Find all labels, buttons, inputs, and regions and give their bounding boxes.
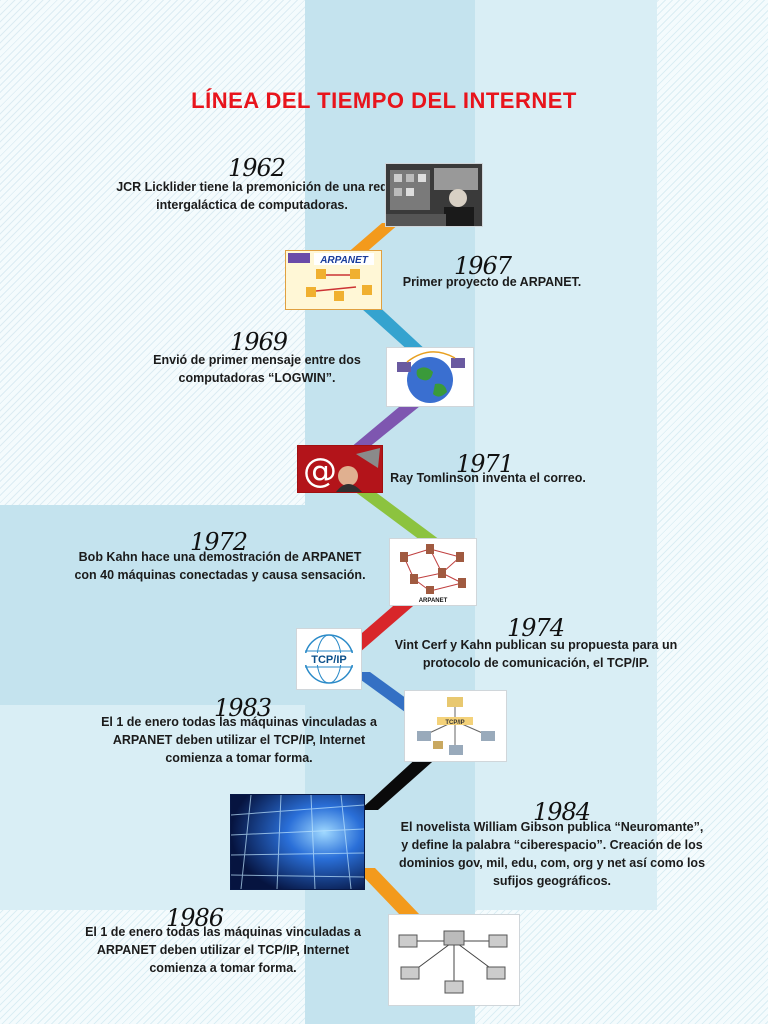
connector-2	[352, 300, 428, 352]
at-symbol: @	[303, 451, 337, 491]
email-at-icon: @	[297, 445, 383, 493]
tcp-ip-network-icon: TCP/IP	[404, 690, 507, 762]
connector-3	[350, 402, 425, 448]
arpanet-label: ARPANET	[319, 255, 368, 266]
globe-computers-icon	[386, 347, 474, 407]
event-description: Envió de primer mensaje entre dos comput…	[153, 353, 361, 385]
connector-8	[355, 868, 420, 915]
event-year: 1983	[214, 694, 272, 722]
mainframe-photo	[385, 163, 483, 227]
event-description: Bob Kahn hace una demostración de ARPANE…	[74, 550, 366, 582]
event-description: Ray Tomlinson inventa el correo.	[390, 471, 586, 485]
event-year: 1962	[228, 154, 286, 182]
event-description: El novelista William Gibson publica “Neu…	[398, 820, 706, 888]
background-band	[0, 505, 305, 705]
event-year: 1986	[166, 904, 224, 932]
tcp-ip-globe-icon: TCP/IP	[296, 628, 362, 690]
event-year: 1971	[456, 450, 514, 478]
event-year: 1984	[533, 798, 591, 826]
event-description: El 1 de enero todas las máquinas vincula…	[101, 715, 377, 765]
event-year: 1967	[454, 252, 512, 280]
connector-4	[350, 488, 440, 540]
connector-7	[360, 755, 440, 810]
event-description: Primer proyecto de ARPANET.	[402, 275, 582, 289]
arpanet-label: ARPANET	[419, 598, 448, 604]
background-band	[0, 0, 305, 505]
tcp-ip-label: TCP/IP	[311, 654, 346, 666]
cyberspace-photo	[230, 794, 365, 890]
network-diagram-icon: ARPANET	[389, 538, 477, 606]
arpanet-diagram-icon: ARPANET	[285, 250, 382, 310]
page-title: LÍNEA DEL TIEMPO DEL INTERNET	[191, 88, 577, 113]
event-year: 1969	[230, 328, 288, 356]
event-year: 1972	[190, 528, 248, 556]
event-description: Vint Cerf y Kahn publican su propuesta p…	[394, 638, 678, 670]
event-description: JCR Licklider tiene la premonición de un…	[116, 180, 388, 212]
computer-network-icon	[388, 914, 520, 1006]
event-description: El 1 de enero todas las máquinas vincula…	[85, 925, 361, 975]
tcp-ip-label: TCP/IP	[445, 720, 464, 726]
event-year: 1974	[507, 614, 565, 642]
